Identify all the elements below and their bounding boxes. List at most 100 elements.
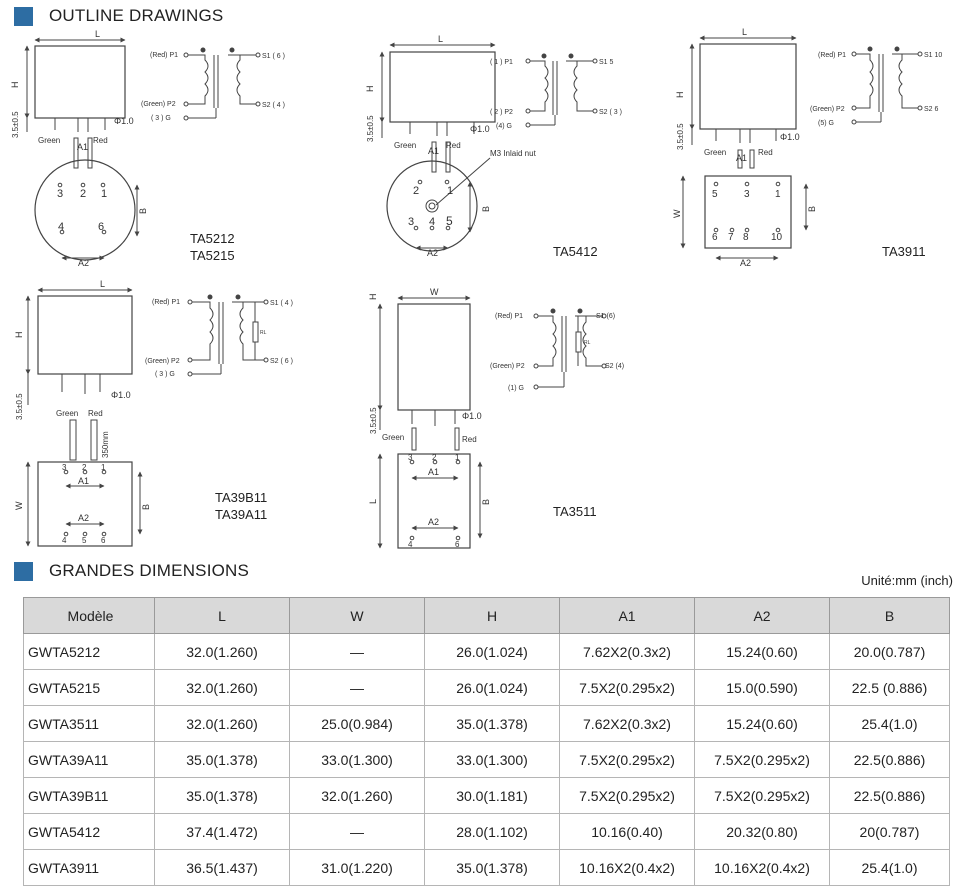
model-label-ta39b11: TA39B11 bbox=[215, 490, 267, 505]
dim-l-label: L bbox=[95, 29, 100, 39]
svg-text:(Red) P1: (Red) P1 bbox=[818, 52, 846, 59]
svg-text:S2 ( 4 ): S2 ( 4 ) bbox=[262, 102, 285, 109]
svg-text:(Green) P2: (Green) P2 bbox=[141, 101, 176, 108]
svg-text:3: 3 bbox=[57, 188, 63, 200]
drawing-ta3511: W H 3.5±0.5 Φ1.0 Green Red L 3 2 1 A1 A2… bbox=[368, 287, 624, 549]
svg-text:Φ1.0: Φ1.0 bbox=[111, 390, 131, 400]
table-cell: GWTA39B11 bbox=[23, 777, 155, 814]
nut-label: M3 Inlaid nut bbox=[490, 149, 537, 158]
svg-text:A1: A1 bbox=[77, 142, 88, 152]
svg-text:4: 4 bbox=[408, 540, 413, 549]
table-cell: 35.0(1.378) bbox=[154, 741, 290, 778]
table-cell: 25.4(1.0) bbox=[829, 705, 950, 742]
svg-text:2: 2 bbox=[82, 463, 87, 472]
svg-text:Φ1.0: Φ1.0 bbox=[462, 411, 482, 421]
svg-text:A2: A2 bbox=[428, 517, 439, 527]
dims-section-heading: GRANDES DIMENSIONS bbox=[14, 561, 249, 581]
svg-text:RL: RL bbox=[584, 340, 591, 346]
svg-text:3: 3 bbox=[408, 453, 413, 462]
svg-text:H: H bbox=[675, 92, 685, 99]
table-row: GWTA5412 37.4(1.472) — 28.0(1.102) 10.16… bbox=[23, 813, 950, 850]
model-label-ta3911: TA3911 bbox=[882, 244, 926, 259]
table-cell: 10.16(0.40) bbox=[559, 813, 695, 850]
svg-text:B: B bbox=[807, 206, 817, 212]
table-cell: GWTA3911 bbox=[23, 849, 155, 886]
svg-text:W: W bbox=[672, 209, 682, 218]
svg-text:10: 10 bbox=[771, 232, 783, 243]
table-cell: GWTA5215 bbox=[23, 669, 155, 706]
svg-text:2: 2 bbox=[80, 188, 86, 200]
svg-text:Green: Green bbox=[704, 148, 726, 157]
svg-text:L: L bbox=[368, 499, 378, 504]
svg-text:Φ1.0: Φ1.0 bbox=[470, 124, 490, 134]
table-cell: 32.0(1.260) bbox=[289, 777, 425, 814]
table-cell: 32.0(1.260) bbox=[154, 705, 290, 742]
table-cell: 22.5 (0.886) bbox=[829, 669, 950, 706]
svg-text:6: 6 bbox=[712, 232, 718, 243]
table-cell: 7.5X2(0.295x2) bbox=[694, 777, 830, 814]
svg-text:3.5±0.5: 3.5±0.5 bbox=[676, 123, 685, 150]
model-label-ta39a11: TA39A11 bbox=[215, 507, 267, 522]
svg-text:6: 6 bbox=[455, 540, 460, 549]
drawing-ta5412: L H 3.5±0.5 Φ1.0 Green Red A1 M3 Inlaid … bbox=[365, 34, 622, 259]
svg-text:B: B bbox=[481, 206, 491, 212]
table-row: GWTA3511 32.0(1.260) 25.0(0.984) 35.0(1.… bbox=[23, 705, 950, 742]
svg-text:Green: Green bbox=[56, 409, 78, 418]
svg-text:5: 5 bbox=[712, 189, 718, 200]
svg-text:A1: A1 bbox=[78, 476, 89, 486]
table-row: GWTA3911 36.5(1.437) 31.0(1.220) 35.0(1.… bbox=[23, 849, 950, 886]
model-label-ta5215: TA5215 bbox=[190, 248, 235, 263]
svg-text:1: 1 bbox=[101, 463, 106, 472]
svg-text:L: L bbox=[742, 27, 747, 37]
svg-text:A1: A1 bbox=[428, 467, 439, 477]
svg-text:Red: Red bbox=[88, 409, 103, 418]
table-cell: 15.24(0.60) bbox=[694, 705, 830, 742]
table-cell: 33.0(1.300) bbox=[289, 741, 425, 778]
table-cell: 26.0(1.024) bbox=[424, 633, 560, 670]
svg-text:A2: A2 bbox=[78, 258, 89, 268]
table-cell: 15.0(0.590) bbox=[694, 669, 830, 706]
svg-text:W: W bbox=[430, 287, 439, 297]
model-label-ta3511: TA3511 bbox=[553, 504, 597, 519]
svg-text:5: 5 bbox=[82, 536, 87, 545]
svg-text:(Green) P2: (Green) P2 bbox=[810, 106, 845, 113]
svg-text:(Red) P1: (Red) P1 bbox=[495, 313, 523, 320]
table-cell: 20.32(0.80) bbox=[694, 813, 830, 850]
svg-text:B: B bbox=[481, 499, 491, 505]
svg-text:4: 4 bbox=[58, 221, 64, 233]
table-cell: 7.5X2(0.295x2) bbox=[694, 741, 830, 778]
dimensions-table: Modèle L W H A1 A2 B GWTA5212 32.0(1.260… bbox=[23, 597, 950, 886]
svg-text:A2: A2 bbox=[78, 513, 89, 523]
svg-text:L: L bbox=[100, 279, 105, 289]
green-lead-label: Green bbox=[38, 136, 60, 145]
svg-text:4: 4 bbox=[62, 536, 67, 545]
table-cell: 25.0(0.984) bbox=[289, 705, 425, 742]
table-cell: 35.0(1.378) bbox=[424, 705, 560, 742]
table-cell: 26.0(1.024) bbox=[424, 669, 560, 706]
table-row: GWTA39A11 35.0(1.378) 33.0(1.300) 33.0(1… bbox=[23, 741, 950, 778]
column-header-a2: A2 bbox=[694, 597, 830, 634]
svg-text:4: 4 bbox=[429, 216, 435, 228]
svg-text:A1: A1 bbox=[428, 146, 439, 156]
svg-text:S2 ( 6 ): S2 ( 6 ) bbox=[270, 358, 293, 365]
svg-text:6: 6 bbox=[101, 536, 106, 545]
svg-text:S2 (4): S2 (4) bbox=[605, 363, 624, 370]
svg-text:6: 6 bbox=[98, 221, 104, 233]
model-label-ta5412: TA5412 bbox=[553, 244, 598, 259]
svg-text:(Red) P1: (Red) P1 bbox=[152, 299, 180, 306]
table-cell: 15.24(0.60) bbox=[694, 633, 830, 670]
drawing-ta5212: L H 3.5±0.5 Φ1.0 Green Red A1 3 2 1 4 6 … bbox=[10, 29, 285, 268]
svg-text:( 3 ) G: ( 3 ) G bbox=[155, 371, 175, 378]
svg-text:( 2 ) P2: ( 2 ) P2 bbox=[490, 109, 513, 116]
dims-title: GRANDES DIMENSIONS bbox=[49, 561, 250, 580]
table-cell: 7.5X2(0.295x2) bbox=[559, 669, 695, 706]
column-header-h: H bbox=[424, 597, 560, 634]
svg-text:8: 8 bbox=[743, 232, 749, 243]
svg-text:2: 2 bbox=[413, 185, 419, 197]
svg-text:(4) G: (4) G bbox=[496, 123, 512, 130]
table-cell: 37.4(1.472) bbox=[154, 813, 290, 850]
svg-text:S2 ( 3 ): S2 ( 3 ) bbox=[599, 109, 622, 116]
svg-text:H: H bbox=[368, 294, 378, 301]
table-cell: 35.0(1.378) bbox=[424, 849, 560, 886]
svg-text:2: 2 bbox=[432, 453, 437, 462]
